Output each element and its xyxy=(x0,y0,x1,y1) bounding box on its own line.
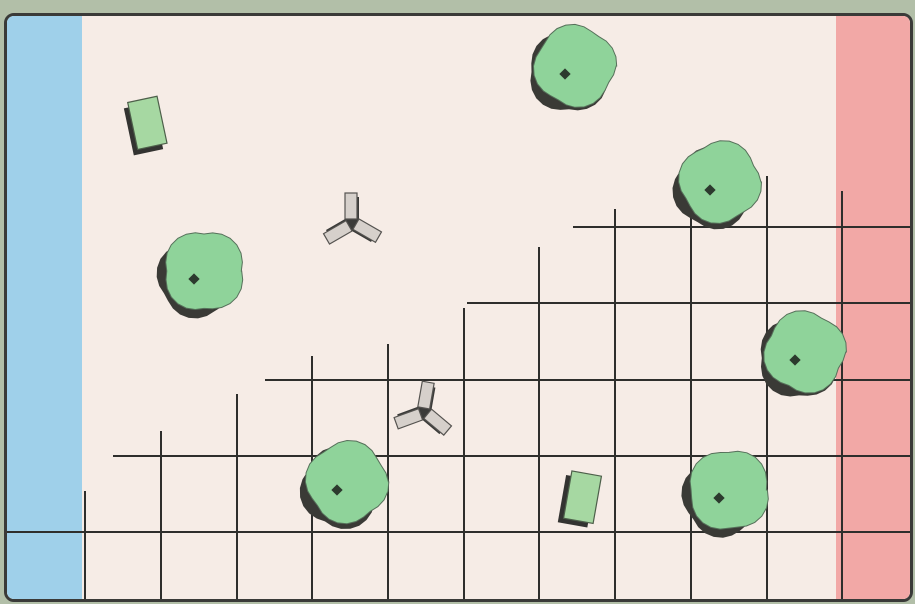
board-canvas xyxy=(7,16,910,599)
tree-icon xyxy=(166,233,243,310)
tri-barrier-icon xyxy=(345,193,357,219)
red-deployment-zone xyxy=(836,16,910,599)
game-board[interactable] xyxy=(4,13,913,602)
tree-icon xyxy=(690,451,768,529)
blue-deployment-zone xyxy=(7,16,82,599)
